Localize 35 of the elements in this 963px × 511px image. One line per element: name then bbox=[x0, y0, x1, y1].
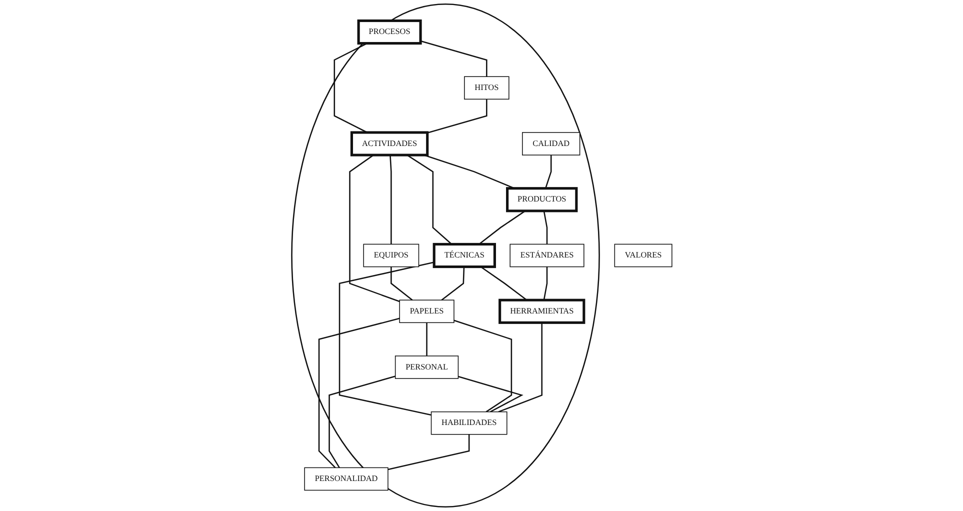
connector bbox=[348, 154, 400, 302]
connector bbox=[390, 266, 412, 301]
connector bbox=[453, 320, 512, 412]
connector bbox=[458, 376, 524, 412]
connector bbox=[542, 210, 548, 244]
node-box: ESTÁNDARES bbox=[509, 244, 584, 268]
connector bbox=[426, 322, 428, 356]
node-box: HITOS bbox=[464, 76, 509, 100]
connector bbox=[440, 266, 464, 301]
connector bbox=[387, 434, 470, 470]
node-box: PERSONALIDAD bbox=[304, 467, 388, 491]
connector bbox=[480, 266, 527, 301]
connector bbox=[406, 154, 452, 245]
connector bbox=[389, 155, 392, 244]
node-box: HERRAMIENTAS bbox=[498, 298, 585, 324]
connector bbox=[478, 210, 526, 245]
node-box: ACTIVIDADES bbox=[350, 131, 428, 156]
connector bbox=[420, 40, 487, 77]
connector bbox=[542, 266, 548, 300]
connector bbox=[333, 42, 368, 134]
node-box: PRODUCTOS bbox=[506, 187, 578, 212]
node-box: PROCESOS bbox=[356, 19, 422, 45]
node-box: EQUIPOS bbox=[362, 244, 419, 268]
node-box: PERSONAL bbox=[394, 356, 458, 379]
node-box: CALIDAD bbox=[522, 132, 580, 156]
connector bbox=[498, 322, 542, 412]
node-box: PAPELES bbox=[398, 300, 454, 324]
connector bbox=[544, 155, 552, 189]
connector bbox=[426, 99, 487, 134]
node-box: VALORES bbox=[614, 244, 672, 268]
connector bbox=[318, 318, 400, 468]
connector bbox=[328, 376, 396, 468]
node-box: HABILIDADES bbox=[430, 411, 507, 435]
node-box: TÉCNICAS bbox=[432, 242, 496, 268]
connector bbox=[338, 262, 434, 416]
